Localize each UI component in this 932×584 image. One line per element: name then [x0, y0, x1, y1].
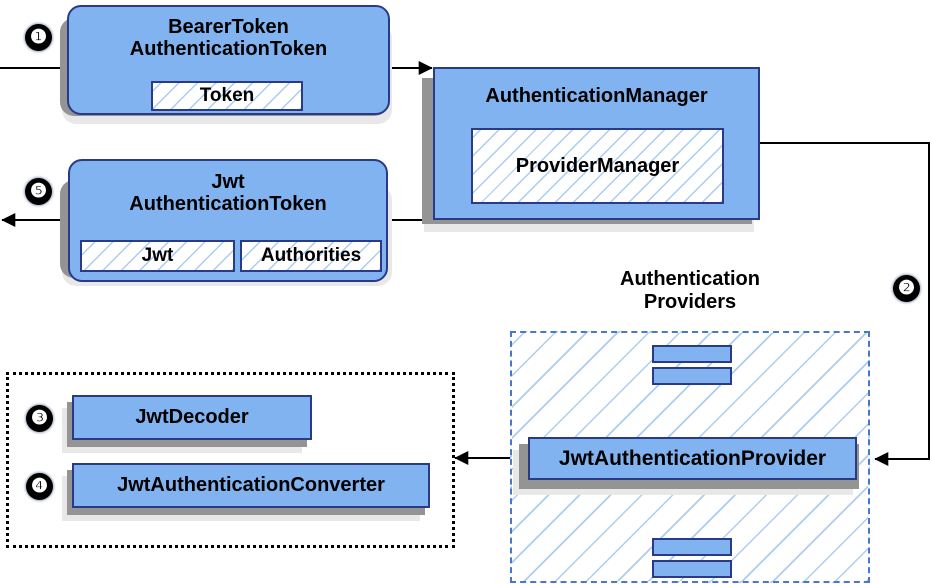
jwt-token-title-line2: AuthenticationToken — [129, 193, 327, 216]
jwt-decoder-node[interactable]: JwtDecoder — [72, 395, 312, 440]
jwt-token-title: Jwt AuthenticationToken — [129, 171, 326, 216]
jwt-token-compartment-jwt-label: Jwt — [141, 245, 174, 266]
step-4-number: ❹ — [30, 476, 49, 497]
jwt-authentication-provider-node[interactable]: JwtAuthenticationProvider — [528, 437, 857, 480]
step-2-bullet: ❷ — [893, 275, 920, 302]
bearer-token-title-line2: AuthenticationToken — [129, 38, 328, 61]
step-1-number: ❶ — [29, 27, 48, 48]
step-5-bullet: ❺ — [25, 178, 52, 205]
authentication-providers-caption: Authentication Providers — [560, 268, 820, 314]
jwt-support-components-region — [6, 372, 455, 548]
provider-stub-top-2 — [652, 367, 732, 385]
jwt-authentication-provider-title: JwtAuthenticationProvider — [558, 447, 827, 470]
jwt-token-compartment-authorities[interactable]: Authorities — [240, 240, 382, 272]
jwt-authentication-converter-title: JwtAuthenticationConverter — [117, 474, 385, 496]
step-1-bullet: ❶ — [25, 24, 52, 51]
bearer-token-compartment-token[interactable]: Token — [151, 81, 303, 111]
jwt-token-title-line1: Jwt — [211, 171, 245, 193]
jwt-token-compartment-jwt[interactable]: Jwt — [80, 240, 235, 272]
authentication-providers-caption-line1: Authentication — [620, 268, 760, 290]
authentication-manager-title: AuthenticationManager — [485, 85, 708, 107]
provider-stub-top-1 — [652, 345, 732, 363]
authentication-providers-caption-line2: Providers — [643, 290, 737, 313]
provider-manager-label: ProviderManager — [515, 154, 680, 177]
step-5-number: ❺ — [29, 181, 48, 202]
step-4-bullet: ❹ — [26, 473, 53, 500]
step-3-bullet: ❸ — [26, 405, 53, 432]
provider-stub-bottom-2 — [652, 560, 732, 578]
authentication-manager-node[interactable]: AuthenticationManager ProviderManager — [433, 67, 760, 220]
jwt-authentication-converter-node[interactable]: JwtAuthenticationConverter — [72, 463, 430, 508]
authentication-manager-compartment-provider-manager[interactable]: ProviderManager — [471, 128, 724, 204]
jwt-decoder-title: JwtDecoder — [135, 406, 249, 428]
bearer-token-authentication-token-node[interactable]: BearerToken AuthenticationToken Token — [67, 5, 390, 115]
bearer-token-compartment-token-label: Token — [199, 85, 255, 106]
jwt-authentication-token-node[interactable]: Jwt AuthenticationToken Jwt Authorities — [68, 159, 388, 282]
step-3-number: ❸ — [30, 408, 49, 429]
step-2-number: ❷ — [897, 278, 916, 299]
provider-stub-bottom-1 — [652, 538, 732, 556]
jwt-token-compartment-authorities-label: Authorities — [260, 245, 362, 266]
bearer-token-title-line1: BearerToken — [168, 16, 289, 38]
bearer-token-title: BearerToken AuthenticationToken — [130, 16, 327, 61]
